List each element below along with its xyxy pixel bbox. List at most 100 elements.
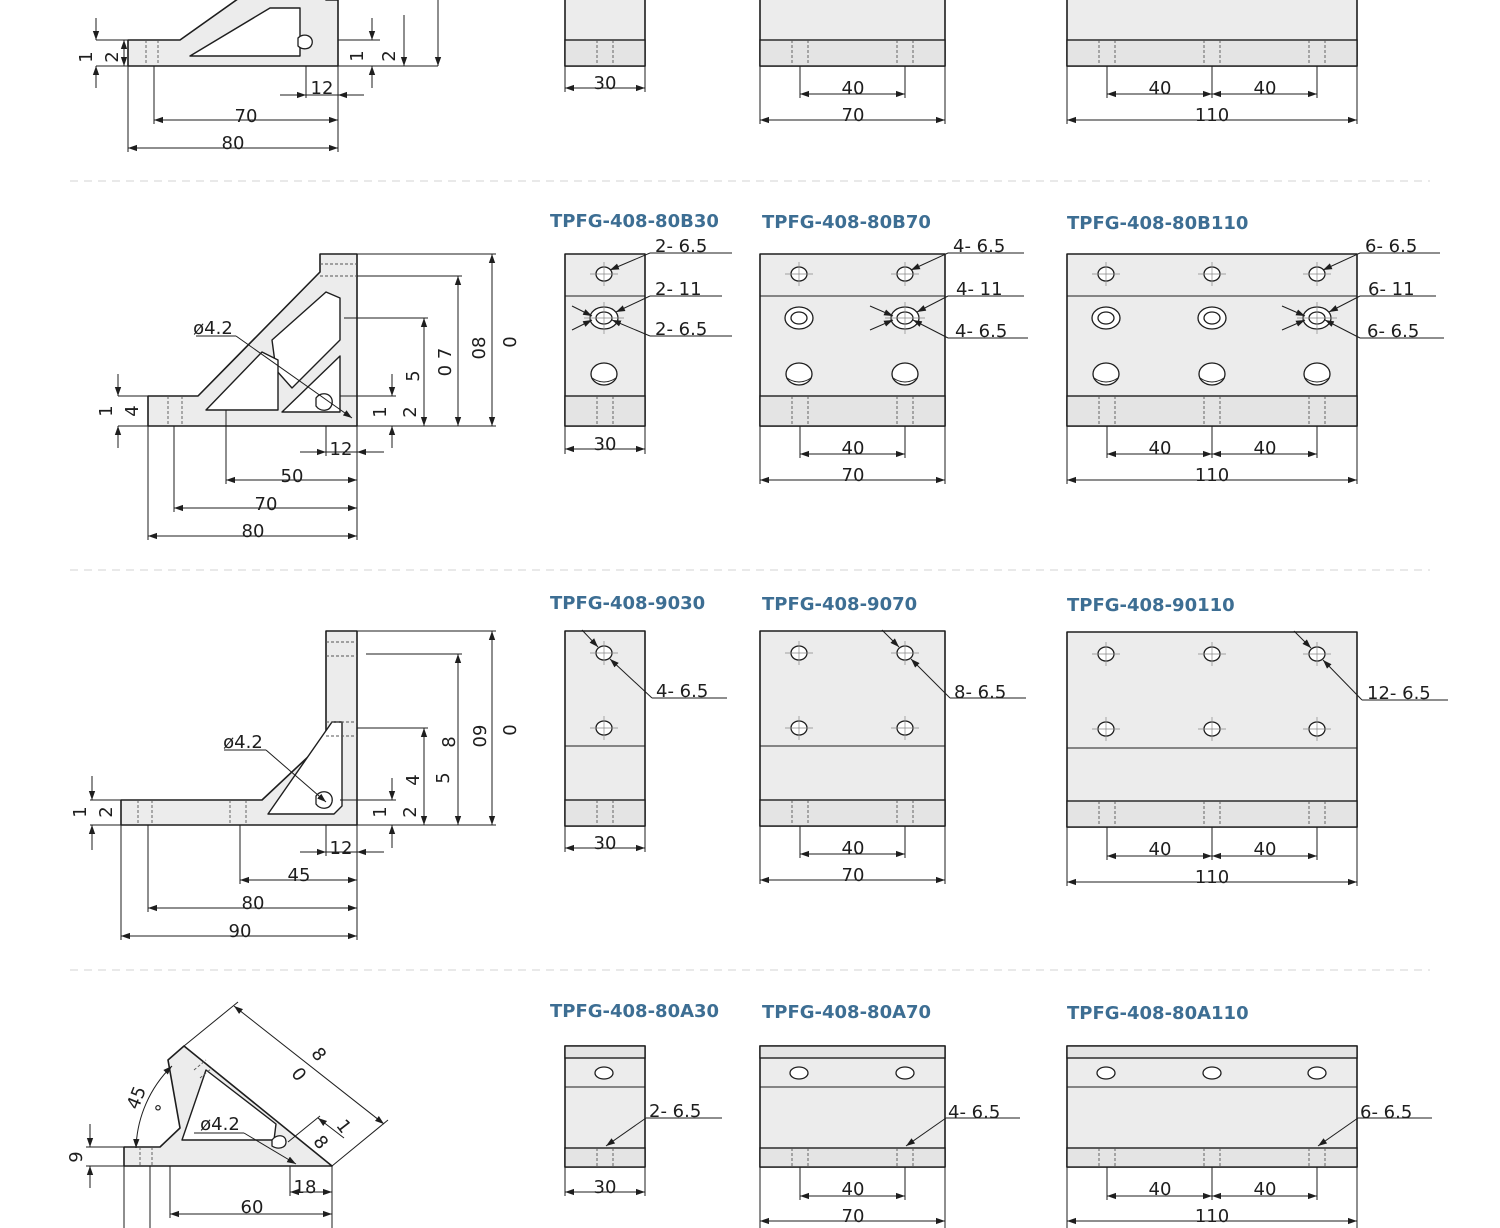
callout-label: 2- 6.5 — [655, 236, 707, 257]
front-view-70: 40 70 — [759, 0, 946, 126]
hole-label: ø4.2 — [193, 318, 233, 339]
dim-label: 9 — [66, 1151, 87, 1162]
row-3: ø4.2 45 ° 9 8 0 1 8 18 60 TPFG-408-80A30… — [66, 1001, 1432, 1228]
dim-label: 1 — [70, 806, 91, 817]
dim-label: 2 — [400, 406, 421, 417]
dim-label: 110 — [1195, 1206, 1229, 1227]
dim-label: 12 — [311, 78, 334, 99]
dim-label: 70 — [842, 105, 865, 126]
dim-label: 90 — [229, 921, 252, 942]
profile-2: ø4.2 1 2 1 2 4 5 8 09 0 12 45 80 90 — [70, 630, 521, 942]
callout-label: 4- 6.5 — [955, 321, 1007, 342]
callout-label: 2- 6.5 — [649, 1101, 701, 1122]
callout-label: 6- 6.5 — [1367, 321, 1419, 342]
profile-3: ø4.2 45 ° 9 8 0 1 8 18 60 — [66, 1001, 389, 1228]
part-code: TPFG-408-80A110 — [1067, 1003, 1249, 1024]
dim-label: 40 — [1149, 438, 1172, 459]
row-0: 1 2 1 2 12 70 80 30 40 70 — [76, 0, 1358, 154]
hole-label: ø4.2 — [223, 732, 263, 753]
dim-label: 45 — [288, 865, 311, 886]
front-view-30: 30 — [564, 0, 646, 94]
callout-label: 2- 11 — [655, 279, 702, 300]
callout-label: 6- 11 — [1368, 279, 1415, 300]
dim-label: 30 — [594, 434, 617, 455]
dim-label: 5 — [433, 772, 454, 783]
dim-label: 5 — [403, 370, 424, 381]
dim-label: 40 — [1149, 1179, 1172, 1200]
dim-label: 0 — [500, 336, 521, 347]
callout-label: 8- 6.5 — [954, 682, 1006, 703]
dim-label: 110 — [1195, 867, 1229, 888]
dim-label: 0 — [500, 724, 521, 735]
callout-label: 12- 6.5 — [1367, 683, 1431, 704]
dim-label: 80 — [242, 521, 265, 542]
hole-label: ø4.2 — [200, 1114, 240, 1135]
dim-label: 1 — [347, 50, 368, 61]
dim-label: 80 — [222, 133, 245, 154]
dim-label: 40 — [842, 1179, 865, 1200]
dim-label: 30 — [594, 1177, 617, 1198]
dim-label: 30 — [594, 833, 617, 854]
part-code: TPFG-408-9030 — [550, 593, 705, 614]
dim-label: 1 — [96, 405, 117, 416]
callout-label: 4- 11 — [956, 279, 1003, 300]
dim-label: 70 — [235, 106, 258, 127]
dim-label: 0 — [287, 1064, 311, 1086]
dim-label: 70 — [255, 494, 278, 515]
dim-label: 1 — [370, 806, 391, 817]
dim-label: 40 — [1254, 1179, 1277, 1200]
dim-label: 40 — [1254, 839, 1277, 860]
dim-label: 1 — [76, 51, 97, 62]
front-view-9070: TPFG-408-9070 8- 6.5 40 70 — [759, 594, 1026, 886]
front-view-9030: TPFG-408-9030 4- 6.5 30 — [550, 593, 727, 854]
dim-label: 12 — [330, 838, 353, 859]
dim-label: 08 — [469, 337, 490, 360]
callout-label: 2- 6.5 — [655, 319, 707, 340]
front-view-90110: TPFG-408-90110 — [1066, 595, 1448, 888]
part-code: TPFG-408-80B70 — [762, 212, 931, 233]
dim-label: 80 — [242, 893, 265, 914]
dim-label: 09 — [470, 725, 491, 748]
dim-label: 12 — [330, 439, 353, 460]
row-2: ø4.2 1 2 1 2 4 5 8 09 0 12 45 80 90 TPFG… — [70, 593, 1448, 942]
dim-label: 4 — [122, 405, 143, 416]
row-1: ø4.2 1 4 1 2 5 0 7 08 0 12 50 70 80 TPFG… — [96, 211, 1444, 542]
dim-label: 40 — [1254, 78, 1277, 99]
dim-label: 60 — [241, 1197, 264, 1218]
front-view-80A110: TPFG-408-80A110 6- 6.5 40 40 110 — [1066, 1003, 1432, 1228]
dim-label: 1 — [370, 406, 391, 417]
front-view-110: 40 40 110 — [1066, 0, 1358, 126]
dim-label: 70 — [842, 1206, 865, 1227]
part-code: TPFG-408-80A70 — [762, 1002, 931, 1023]
profile-1: ø4.2 1 4 1 2 5 0 7 08 0 12 50 70 80 — [96, 253, 521, 542]
front-view-80B110: TPFG-408-80B110 — [1066, 213, 1444, 486]
dim-label: 110 — [1195, 105, 1229, 126]
callout-label: 6- 6.5 — [1360, 1102, 1412, 1123]
callout-label: 4- 6.5 — [948, 1102, 1000, 1123]
dim-label: 0 7 — [435, 348, 456, 377]
front-view-80B30: TPFG-408-80B30 2- 6.5 2- 11 2- 6.5 — [550, 211, 732, 455]
dim-label: 2 — [96, 806, 117, 817]
dim-label: 2 — [102, 51, 123, 62]
part-code: TPFG-408-9070 — [762, 594, 917, 615]
part-code: TPFG-408-80B30 — [550, 211, 719, 232]
part-code: TPFG-408-90110 — [1067, 595, 1235, 616]
dim-label: 1 — [332, 1116, 356, 1138]
angle-label: 45 — [123, 1083, 151, 1112]
dim-label: 70 — [842, 865, 865, 886]
dim-label: 50 — [281, 466, 304, 487]
dim-label: 40 — [1149, 78, 1172, 99]
dim-label: 110 — [1195, 465, 1229, 486]
dim-label: 30 — [594, 73, 617, 94]
dim-label: 2 — [400, 806, 421, 817]
dim-label: 8 — [439, 736, 460, 747]
front-view-80A70: TPFG-408-80A70 4- 6.5 40 70 — [759, 1002, 1020, 1228]
front-view-80A30: TPFG-408-80A30 2- 6.5 30 — [550, 1001, 722, 1198]
callout-label: 6- 6.5 — [1365, 236, 1417, 257]
degree-mark: ° — [154, 1102, 163, 1123]
dim-label: 18 — [294, 1177, 317, 1198]
dim-label: 70 — [842, 465, 865, 486]
callout-label: 4- 6.5 — [953, 236, 1005, 257]
